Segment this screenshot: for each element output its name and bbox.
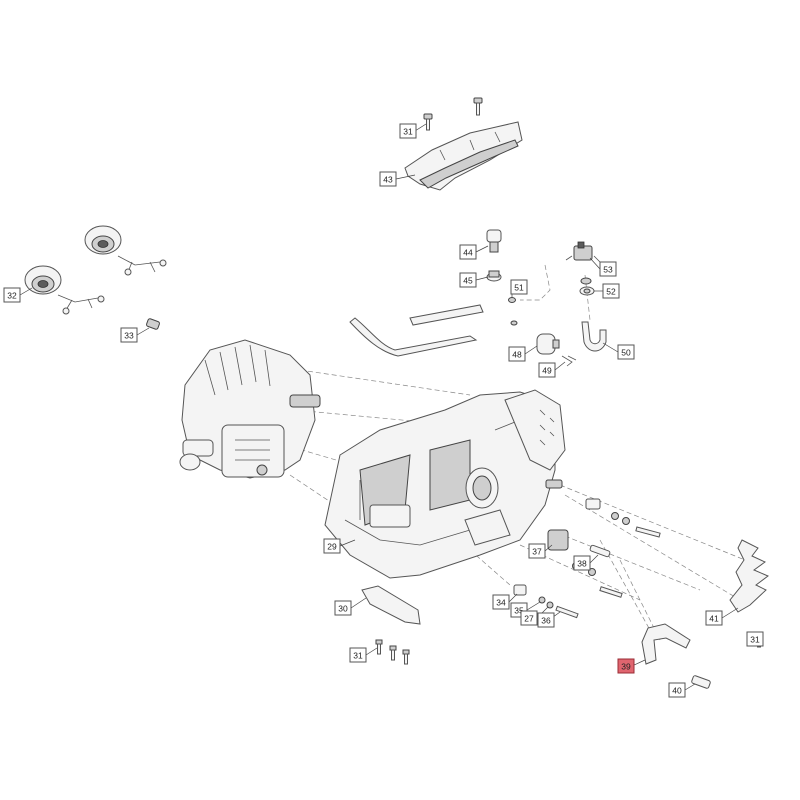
callout-number: 27 xyxy=(524,614,534,624)
callout-39-highlighted: 39 xyxy=(617,658,635,674)
callout-49: 49 xyxy=(538,362,556,378)
fastener-34-35-27-36 xyxy=(513,584,579,619)
chain-catcher-39 xyxy=(641,623,691,665)
callout-30: 30 xyxy=(334,600,352,616)
tank-cap-upper xyxy=(84,225,167,276)
callout-number: 30 xyxy=(338,604,348,614)
hose-50 xyxy=(581,321,607,352)
callout-number: 44 xyxy=(463,248,473,258)
callout-number: 53 xyxy=(603,265,613,275)
callout-number: 40 xyxy=(672,686,682,696)
callout-number: 29 xyxy=(327,542,337,552)
callout-number: 33 xyxy=(124,331,134,341)
clamp-49 xyxy=(561,355,577,367)
callout-52: 52 xyxy=(602,283,620,299)
callout-34: 34 xyxy=(492,594,510,610)
callout-number: 31 xyxy=(403,127,413,137)
callout-50: 50 xyxy=(617,344,635,360)
oil-hose xyxy=(349,304,484,357)
callout-38: 38 xyxy=(573,555,591,571)
screw-40 xyxy=(691,675,711,689)
callout-number: 39 xyxy=(621,662,631,672)
callout-43: 43 xyxy=(379,171,397,187)
pin-38 xyxy=(589,544,611,558)
engine-block xyxy=(179,339,321,479)
screw-top-right xyxy=(473,97,483,116)
callout-number: 36 xyxy=(541,616,551,626)
callout-44: 44 xyxy=(459,244,477,260)
bushing-37 xyxy=(547,529,569,551)
cover-plate-43 xyxy=(404,121,523,191)
callout-number: 45 xyxy=(463,276,473,286)
o-ring-51 xyxy=(508,297,518,326)
callout-number: 32 xyxy=(7,291,17,301)
screw-top-left xyxy=(423,113,433,131)
bushing-45 xyxy=(486,270,502,282)
callout-37: 37 xyxy=(528,543,546,559)
callout-number: 35 xyxy=(514,606,524,616)
bracket-30 xyxy=(361,585,421,625)
oil-pump-53 xyxy=(565,241,601,263)
oil-filter-48 xyxy=(536,333,560,355)
callout-number: 43 xyxy=(383,175,393,185)
callout-51: 51 xyxy=(510,279,528,295)
callout-33: 33 xyxy=(120,327,138,343)
callout-number: 31 xyxy=(353,651,363,661)
callout-29: 29 xyxy=(323,538,341,554)
crankcase-housing xyxy=(324,389,566,579)
callout-41: 41 xyxy=(705,610,723,626)
callout-31: 31 xyxy=(399,123,417,139)
callout-number: 51 xyxy=(514,283,524,293)
callout-number: 50 xyxy=(621,348,631,358)
seal-52 xyxy=(579,277,595,296)
callout-number: 52 xyxy=(606,287,616,297)
washer-group xyxy=(572,498,661,598)
callout-number: 34 xyxy=(496,598,506,608)
callout-27: 27 xyxy=(520,610,538,626)
callout-48: 48 xyxy=(508,346,526,362)
callout-number: 31 xyxy=(750,635,760,645)
callout-number: 48 xyxy=(512,350,522,360)
callout-32: 32 xyxy=(3,287,21,303)
callout-31: 31 xyxy=(349,647,367,663)
callout-40: 40 xyxy=(668,682,686,698)
oil-cap-44 xyxy=(486,229,502,253)
tank-cap-lower xyxy=(24,265,105,315)
callout-45: 45 xyxy=(459,272,477,288)
callout-number: 38 xyxy=(577,559,587,569)
vent-valve-33 xyxy=(146,318,160,330)
callout-31: 31 xyxy=(746,631,764,647)
screws-31-bottom xyxy=(375,639,410,665)
callout-36: 36 xyxy=(537,612,555,628)
bumper-spike-41 xyxy=(729,539,769,613)
callout-number: 41 xyxy=(709,614,719,624)
callout-number: 49 xyxy=(542,366,552,376)
callout-53: 53 xyxy=(599,261,617,277)
callout-number: 37 xyxy=(532,547,542,557)
